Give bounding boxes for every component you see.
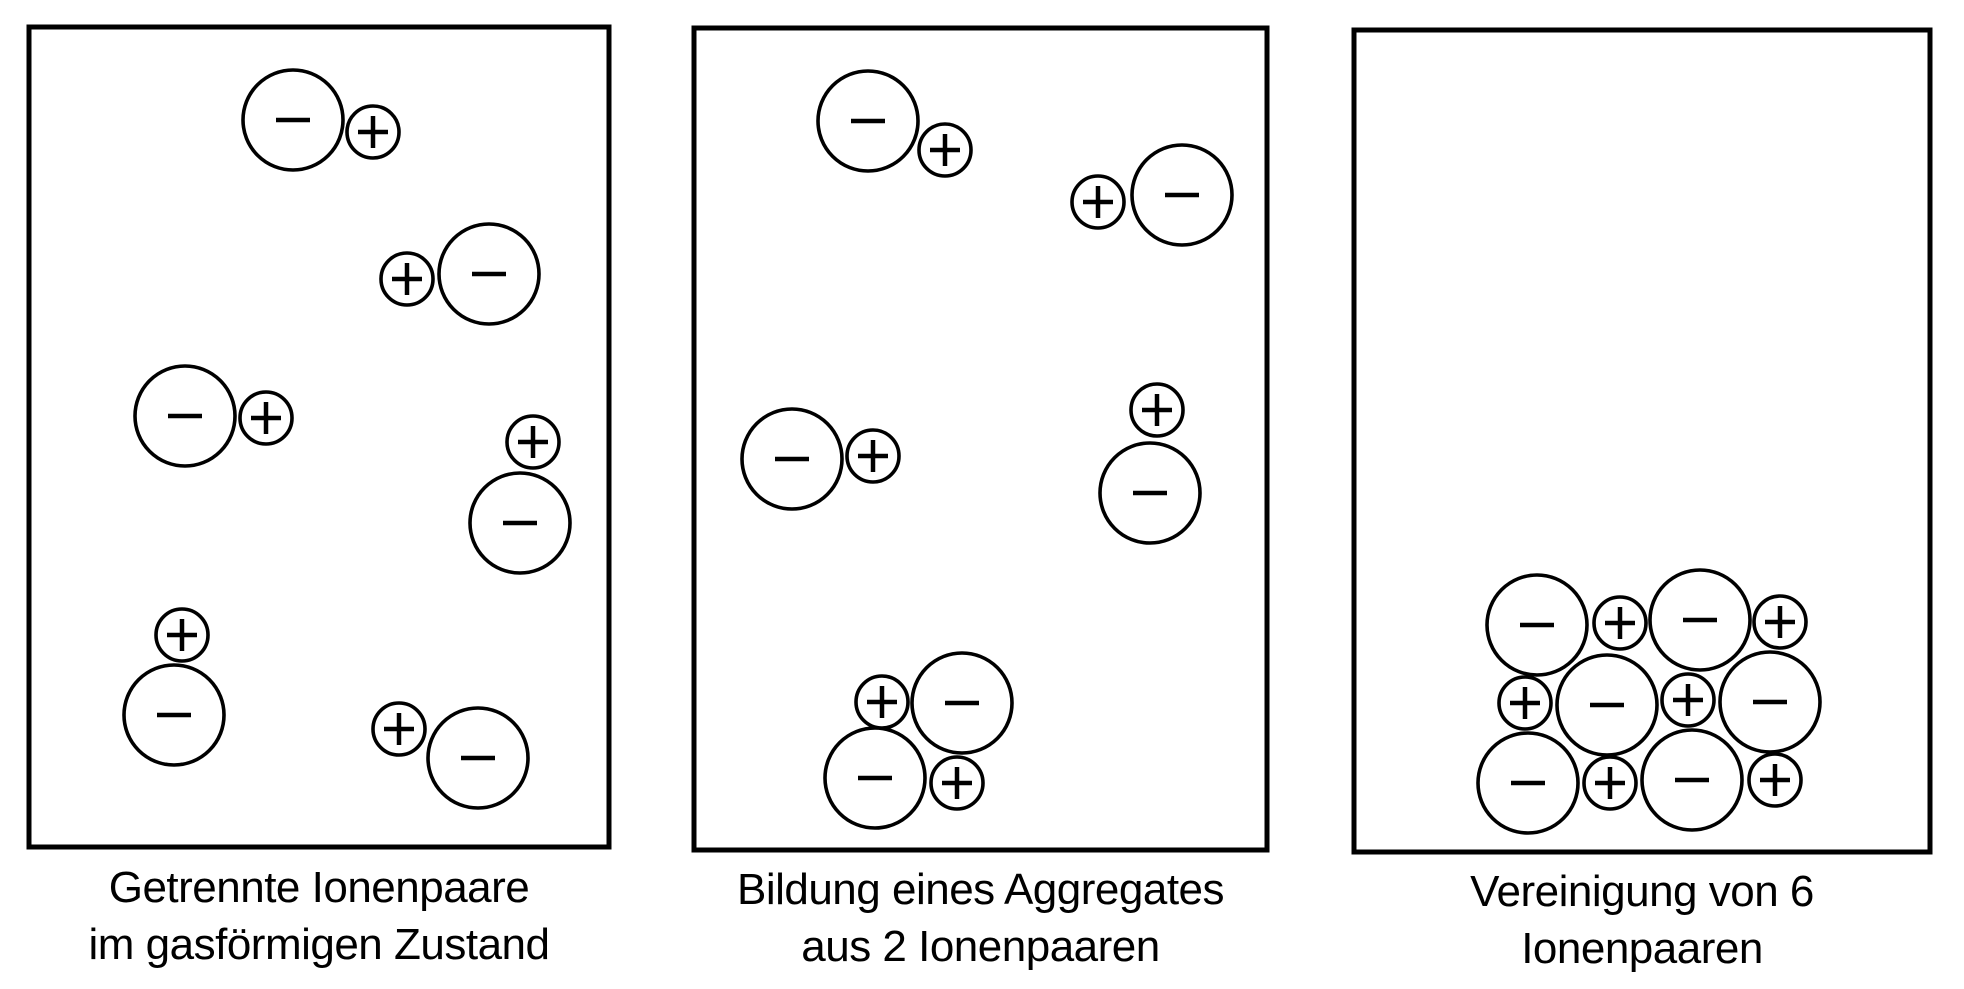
cation: [845, 428, 901, 484]
anion: [1648, 568, 1752, 672]
anion: [426, 706, 530, 810]
cation: [238, 390, 294, 446]
caption-line-1: Bildung eines Aggregates: [736, 865, 1225, 914]
cation: [154, 607, 210, 663]
anion: [1485, 573, 1589, 677]
cation: [1592, 595, 1648, 651]
cation: [1497, 675, 1553, 731]
plus-icon: [1673, 684, 1703, 716]
anion: [1640, 728, 1744, 832]
plus-icon: [392, 263, 422, 295]
plus-icon: [1760, 764, 1790, 796]
cation: [917, 122, 973, 178]
plus-icon: [1595, 767, 1625, 799]
ion-group: [740, 69, 1234, 830]
cation: [854, 674, 910, 730]
anion: [133, 364, 237, 468]
plus-icon: [518, 426, 548, 458]
anion: [816, 69, 920, 173]
cation: [1129, 382, 1185, 438]
cation: [929, 755, 985, 811]
anion: [740, 407, 844, 511]
cation: [1582, 755, 1638, 811]
ion-group: [1476, 568, 1822, 835]
cation: [1747, 752, 1803, 808]
caption-line-2: Ionenpaaren: [1521, 924, 1763, 973]
anion: [1098, 441, 1202, 545]
plus-icon: [942, 767, 972, 799]
anion: [241, 68, 345, 172]
plus-icon: [858, 440, 888, 472]
panel-aggregate-two-pairs: [691, 25, 1270, 853]
plus-icon: [1605, 607, 1635, 639]
anion: [1476, 731, 1580, 835]
cation: [1070, 174, 1126, 230]
anion: [122, 663, 226, 767]
panel-separated-ion-pairs: [26, 24, 612, 850]
cation: [505, 414, 561, 470]
anion: [1555, 653, 1659, 757]
plus-icon: [358, 116, 388, 148]
caption-aggregate-two-pairs: Bildung eines Aggregates aus 2 Ionenpaar…: [694, 861, 1267, 975]
anion: [910, 651, 1014, 755]
caption-separated-ion-pairs: Getrennte Ionenpaare im gasförmigen Zust…: [29, 859, 609, 973]
plus-icon: [930, 134, 960, 166]
cation: [379, 251, 435, 307]
plus-icon: [1142, 394, 1172, 426]
anion: [823, 726, 927, 830]
anion: [437, 222, 541, 326]
caption-line-1: Vereinigung von 6: [1470, 867, 1814, 916]
plus-icon: [384, 713, 414, 745]
anion: [468, 471, 572, 575]
plus-icon: [867, 686, 897, 718]
caption-line-2: im gasförmigen Zustand: [88, 920, 551, 969]
anion: [1130, 143, 1234, 247]
anion: [1718, 650, 1822, 754]
plus-icon: [167, 619, 197, 651]
panel-union-six-pairs: [1351, 27, 1933, 855]
caption-line-2: aus 2 Ionenpaaren: [801, 922, 1160, 971]
plus-icon: [251, 402, 281, 434]
plus-icon: [1765, 606, 1795, 638]
cation: [1660, 672, 1716, 728]
ion-group: [122, 68, 572, 810]
cation: [371, 701, 427, 757]
caption-line-1: Getrennte Ionenpaare: [108, 863, 530, 912]
plus-icon: [1510, 687, 1540, 719]
plus-icon: [1083, 186, 1113, 218]
cation: [1752, 594, 1808, 650]
caption-union-six-pairs: Vereinigung von 6 Ionenpaaren: [1354, 863, 1930, 977]
cation: [345, 104, 401, 160]
